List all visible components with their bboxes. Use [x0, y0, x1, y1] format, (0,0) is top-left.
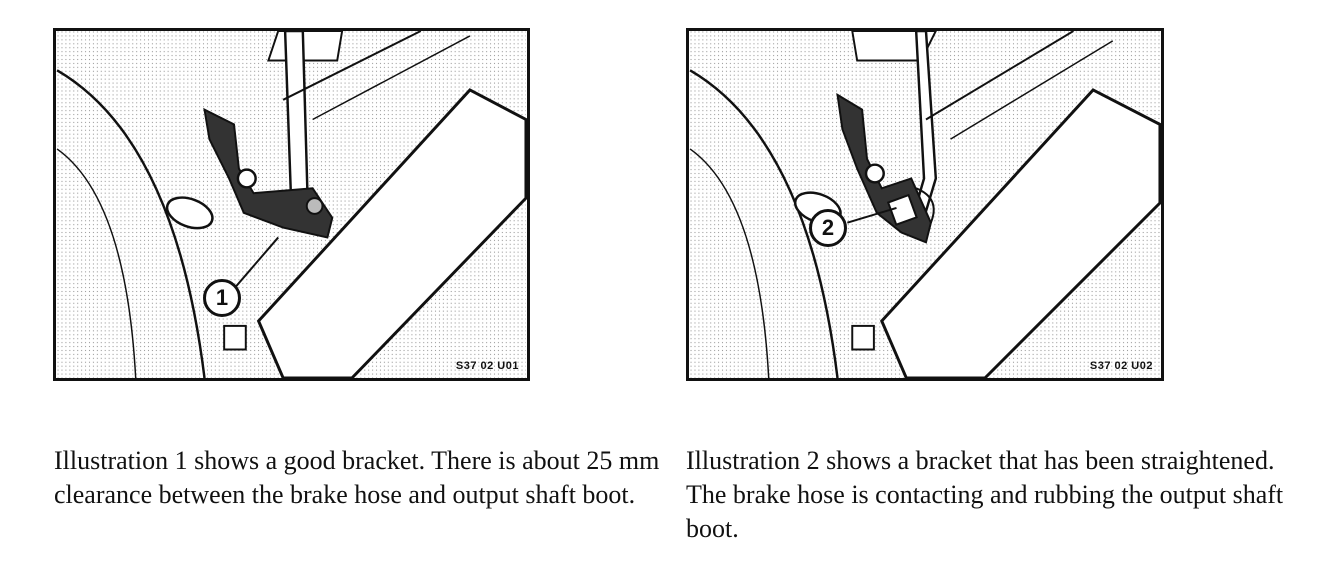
illustration-1-drawing — [56, 31, 527, 378]
shaft-line — [312, 35, 471, 121]
output-shaft-boot — [256, 88, 527, 378]
shaft-line — [925, 31, 1074, 121]
hub-outline — [689, 69, 839, 378]
illustration-2: 2 S37 02 U02 — [686, 28, 1164, 381]
figure-code: S37 02 U02 — [1089, 360, 1153, 372]
illustration-2-drawing — [689, 31, 1161, 378]
hub-inner-outline — [689, 148, 770, 378]
callout-1: 1 — [203, 279, 241, 317]
caption-illustration-2: Illustration 2 shows a bracket that has … — [686, 446, 1284, 543]
hose-fitting — [305, 197, 324, 215]
bracket — [203, 107, 334, 239]
figure-code: S37 02 U01 — [455, 360, 519, 372]
callout-leader — [847, 206, 897, 224]
lower-nut — [851, 324, 875, 351]
hose-fitting — [886, 193, 918, 226]
hub-hole — [165, 196, 214, 230]
hub-outline — [56, 69, 206, 378]
lower-nut — [223, 324, 247, 351]
illustration-1: 1 S37 02 U01 — [53, 28, 530, 381]
bracket-bolt — [236, 168, 257, 189]
shaft-line — [282, 31, 422, 101]
output-shaft-boot — [880, 88, 1161, 378]
callout-leader — [228, 236, 279, 296]
contact-arrow — [915, 187, 935, 224]
strut-top — [267, 31, 344, 62]
callout-2: 2 — [809, 209, 847, 247]
caption-illustration-1: Illustration 1 shows a good bracket. The… — [54, 446, 660, 509]
shaft-line — [950, 40, 1114, 140]
hub-inner-outline — [56, 148, 137, 378]
bracket-bolt — [864, 163, 885, 184]
